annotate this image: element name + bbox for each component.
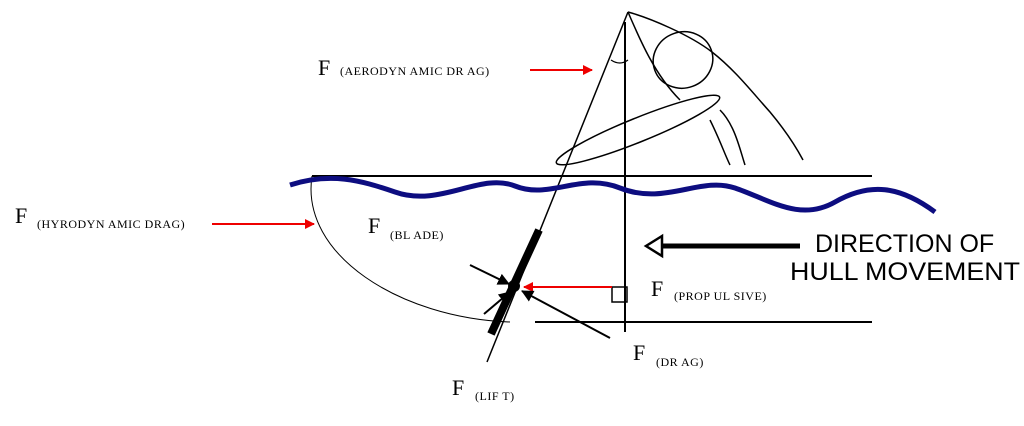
- aero-drag-subscript: (AERODYN AMIC DR AG): [340, 64, 490, 78]
- angle-arc: [610, 59, 629, 64]
- rower-chest: [709, 119, 731, 166]
- lift-force-subscript: (LIF T): [475, 389, 515, 403]
- hydro-drag-symbol: F: [15, 203, 27, 228]
- blade-pivot: [508, 280, 520, 292]
- direction-label-line1: DIRECTION OF: [815, 230, 994, 258]
- lift-arrow-lower: [521, 290, 611, 339]
- hull-bow-curve: [310, 175, 511, 323]
- right-angle-marker: [611, 286, 628, 303]
- lift-arrow-upper: [469, 264, 510, 285]
- aero-drag-symbol: F: [318, 55, 330, 80]
- drag-arrow-lower: [483, 291, 511, 315]
- blade-force-subscript: (BL ADE): [390, 228, 444, 242]
- hydro-drag-subscript: (HYRODYN AMIC DRAG): [37, 217, 185, 231]
- propulsive-force-subscript: (PROP UL SIVE): [674, 289, 767, 303]
- direction-label-line2: HULL MOVEMENT: [790, 258, 1020, 286]
- oar-handle: [555, 94, 721, 166]
- lift-force-symbol: F: [452, 375, 464, 400]
- rower-figure: [555, 11, 804, 166]
- hull: [310, 175, 872, 323]
- rower-head: [652, 31, 714, 89]
- rower-back: [627, 11, 804, 161]
- water-surface: [289, 175, 937, 215]
- direction-arrow-head: [643, 233, 664, 259]
- propulsive-force-symbol: F: [651, 276, 663, 301]
- drag-force-symbol: F: [633, 340, 645, 365]
- drag-force-subscript: (DR AG): [656, 355, 704, 369]
- rower-arm-upper: [627, 11, 681, 101]
- rower-arm-lower: [719, 109, 746, 166]
- blade-force-symbol: F: [368, 213, 380, 238]
